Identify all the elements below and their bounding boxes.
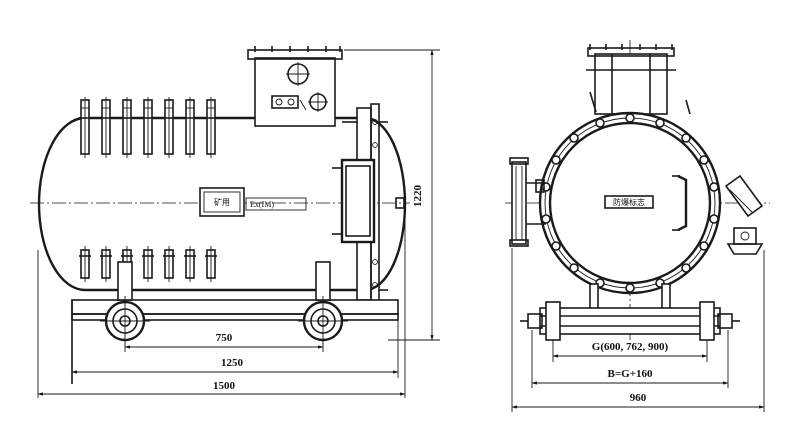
side-view: 矿用 Ex(IM) bbox=[30, 46, 440, 398]
top-stack bbox=[586, 44, 691, 115]
end-nameplate: 防爆标志 bbox=[604, 195, 654, 209]
nameplate-right-text: Ex(IM) bbox=[250, 200, 274, 209]
dim-1500: 1500 bbox=[37, 208, 406, 398]
dim-1250-label: 1250 bbox=[221, 357, 244, 369]
end-view: 防爆标志 bbox=[505, 40, 770, 412]
dim-960: 960 bbox=[511, 248, 765, 412]
end-axle bbox=[520, 301, 740, 341]
dim-1220-label: 1220 bbox=[412, 185, 424, 208]
cable-gland bbox=[724, 174, 764, 255]
side-nameplate: 矿用 Ex(IM) bbox=[199, 187, 307, 217]
dim-bg-label: B=G+160 bbox=[608, 368, 653, 380]
end-nameplate-text: 防爆标志 bbox=[613, 197, 645, 207]
dim-1500-label: 1500 bbox=[213, 380, 236, 392]
top-sockets bbox=[78, 97, 218, 158]
door-handle bbox=[677, 174, 688, 232]
junction-box bbox=[247, 46, 343, 127]
dim-960-label: 960 bbox=[630, 392, 647, 404]
dim-gauge-label: G(600, 762, 900) bbox=[592, 341, 669, 353]
nameplate-left-text: 矿用 bbox=[214, 197, 230, 207]
dim-gauge: G(600, 762, 900) bbox=[552, 340, 708, 362]
dim-750: 750 bbox=[124, 332, 324, 352]
dim-750-label: 750 bbox=[216, 332, 233, 344]
hinge-bracket bbox=[509, 157, 546, 247]
wheel-left bbox=[100, 261, 150, 346]
dim-bg: B=G+160 bbox=[531, 330, 729, 388]
bottom-sockets bbox=[79, 246, 217, 282]
wheel-right bbox=[298, 261, 348, 346]
end-flange bbox=[332, 103, 405, 305]
dim-1250: 1250 bbox=[71, 320, 399, 378]
dim-1220: 1220 bbox=[344, 49, 440, 341]
